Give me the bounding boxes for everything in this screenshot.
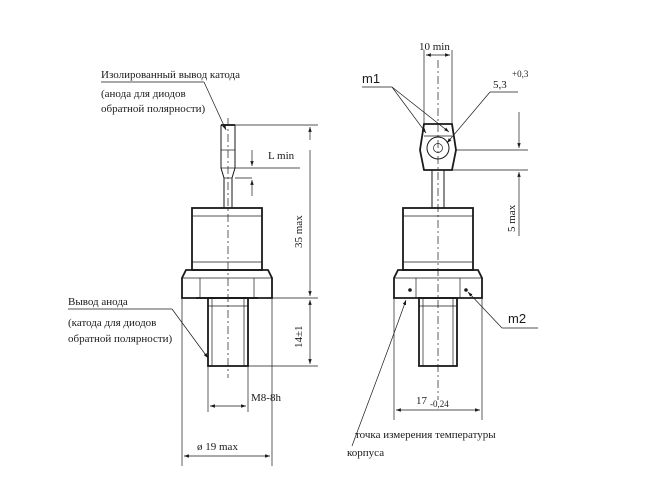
leader-m2: [467, 291, 538, 329]
temp-point-label-1: точка измерения температуры: [355, 429, 496, 441]
dim-height: [235, 124, 318, 299]
left-body: [191, 207, 263, 271]
right-view: 10 min m1 5,3 +0,3 5 max m2: [347, 41, 538, 459]
dim-terminal-width-text: 10 min: [419, 41, 450, 53]
dim-thread: [207, 366, 249, 412]
leader-m1: [362, 86, 450, 134]
dim-diameter-text: ø 19 max: [197, 441, 238, 453]
m2-dot: [464, 288, 468, 292]
label-isolated-lead-3: обратной полярности): [101, 103, 206, 115]
left-view: Изолированный вывод катода (анода для ди…: [68, 69, 318, 466]
label-isolated-lead-2: (анода для диодов: [101, 88, 186, 100]
temp-point-label-2: корпуса: [347, 447, 384, 459]
mark-m1: m1: [362, 71, 380, 86]
dim-stud-length: [248, 300, 318, 367]
lug-hole: [426, 136, 450, 160]
dim-terminal-width: [423, 50, 453, 124]
label-anode-lead-3: обратной полярности): [68, 333, 173, 345]
dim-lead-length-text: L min: [268, 150, 295, 162]
label-isolated-lead-1: Изолированный вывод катода: [101, 69, 240, 81]
temp-point-dot: [408, 288, 412, 292]
mark-m2: m2: [508, 311, 526, 326]
leader-temp-point: [351, 299, 407, 447]
leader-isolated-lead: [101, 81, 227, 131]
dim-hex-text: 17: [416, 395, 428, 407]
dim-terminal-height-text: 5 max: [506, 204, 518, 232]
dim-terminal-height: [452, 112, 528, 236]
dim-diameter: [181, 298, 273, 466]
dim-thread-text: M8-8h: [251, 392, 281, 404]
label-anode-lead-1: Вывод анода: [68, 296, 128, 308]
label-anode-lead-2: (катода для диодов: [68, 317, 156, 329]
left-hex-flange: [181, 269, 273, 299]
dim-hole-text: 5,3: [493, 79, 507, 91]
dim-hole: [446, 91, 518, 144]
dim-hex: [393, 298, 483, 420]
dim-hole-tol: +0,3: [512, 69, 529, 79]
leader-anode-lead: [68, 308, 209, 359]
dim-hex-tol: -0,24: [430, 399, 449, 409]
right-lead-stem: [431, 170, 445, 208]
right-stud: [418, 297, 458, 367]
dim-lead-length: [235, 150, 300, 196]
left-stud: [207, 297, 249, 367]
left-top-lead: [220, 124, 236, 208]
dim-height-text: 35 max: [293, 215, 305, 248]
dim-stud-length-text: 14±1: [293, 325, 305, 348]
